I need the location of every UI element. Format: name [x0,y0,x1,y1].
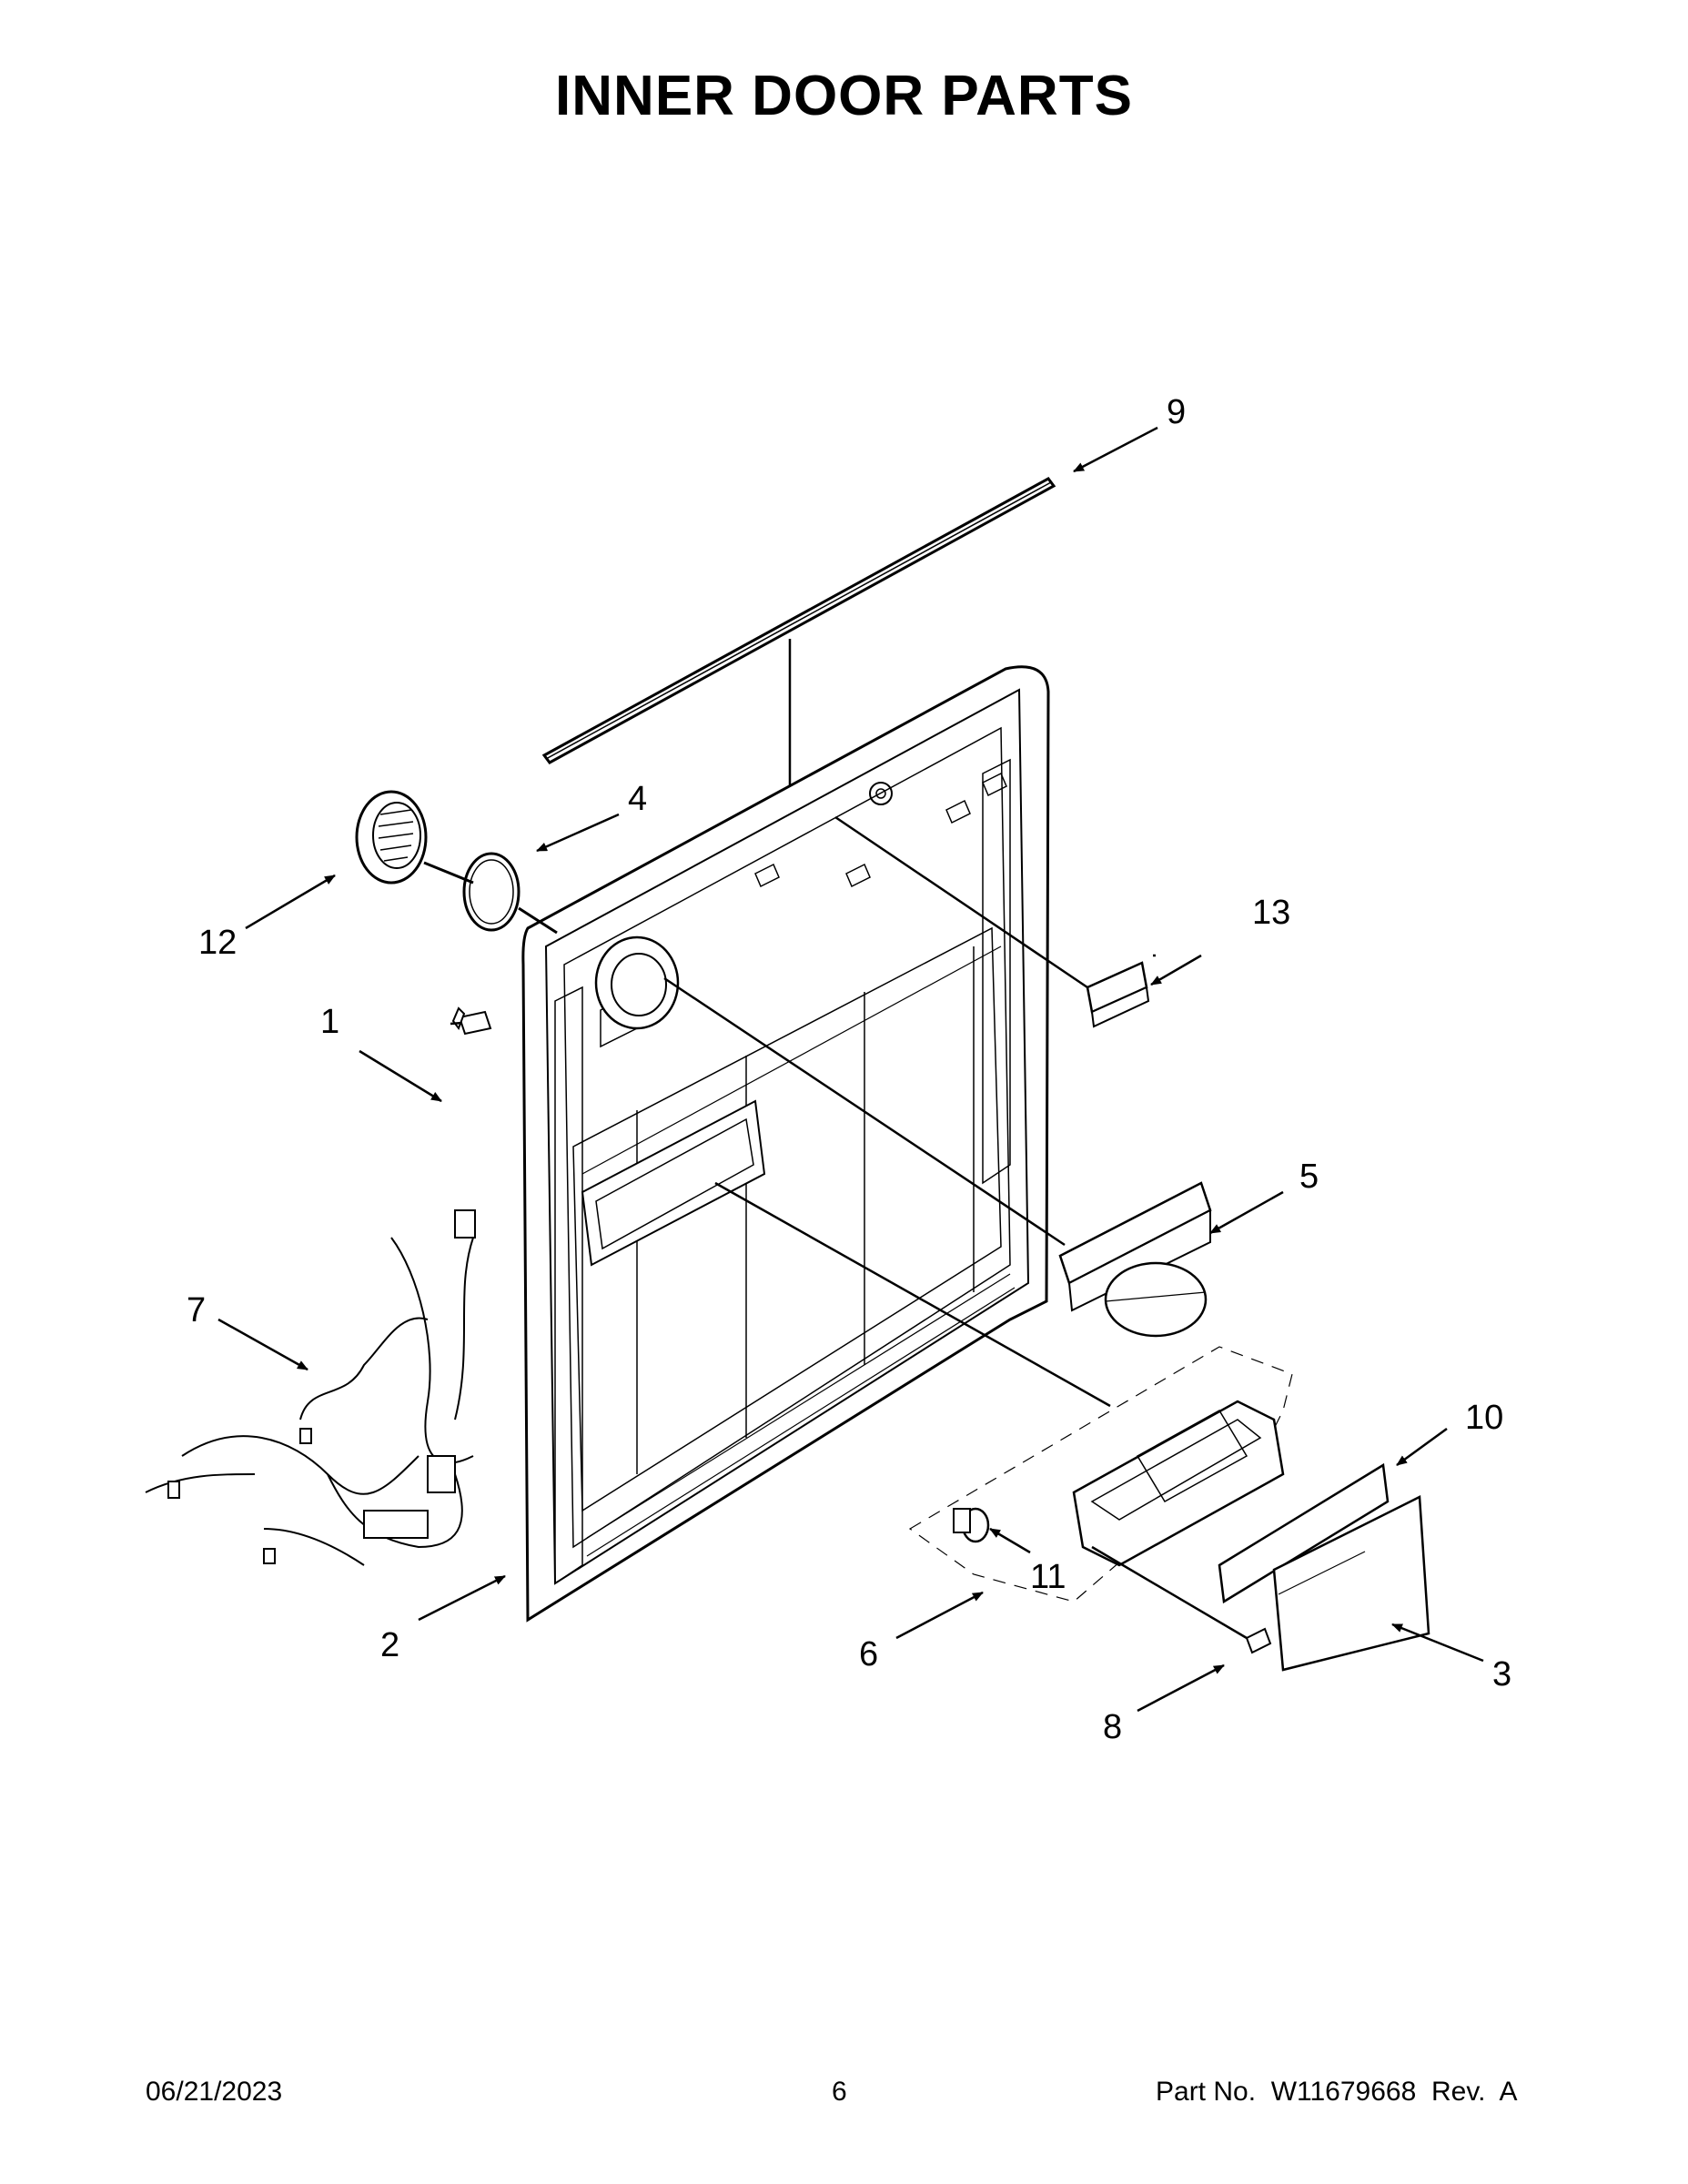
part-8-screw [1091,1545,1272,1654]
part-no-label: Part No. [1156,2077,1257,2107]
footer-part-number: Part No. W11679668 Rev. A [1156,2077,1517,2108]
part-4-gasket-ring [462,852,558,935]
part-2-inner-door-panel [521,665,1050,1623]
page-title: INNER DOOR PARTS [555,65,1133,127]
part-7-wire-harness [145,1209,476,1566]
part-13-switch [834,815,1150,1028]
callout-12: 12 [198,924,237,962]
part-3-card [1272,1495,1430,1672]
callout-2: 2 [380,1626,399,1664]
callout-9: 9 [1167,393,1186,431]
footer-date: 06/21/2023 [146,2077,283,2107]
part-12-vent-cover [355,790,474,885]
callout-4: 4 [628,780,647,818]
callout-7: 7 [187,1291,206,1330]
callout-arrows [217,426,1484,1713]
callout-5: 5 [1299,1158,1319,1196]
callout-3: 3 [1492,1655,1511,1694]
part-11-knob [953,1507,990,1543]
callout-11: 11 [1030,1558,1066,1596]
rev-label: Rev. [1430,2077,1486,2107]
footer-page-number: 6 [832,2077,847,2107]
callout-6: 6 [859,1635,878,1673]
part-10-cover-panel [1218,1462,1390,1604]
callout-10: 10 [1465,1399,1503,1437]
part-1-screw [451,1006,492,1036]
callout-1: 1 [320,1003,339,1041]
callout-13: 13 [1252,894,1290,932]
part-no-value: W11679668 [1270,2077,1417,2107]
part-5-vent-assembly [663,976,1212,1338]
rev-value: A [1499,2077,1518,2107]
part-6-dispenser-group [714,1181,1293,1603]
callout-8: 8 [1103,1708,1122,1746]
part-9-gasket-strip [541,477,1056,790]
